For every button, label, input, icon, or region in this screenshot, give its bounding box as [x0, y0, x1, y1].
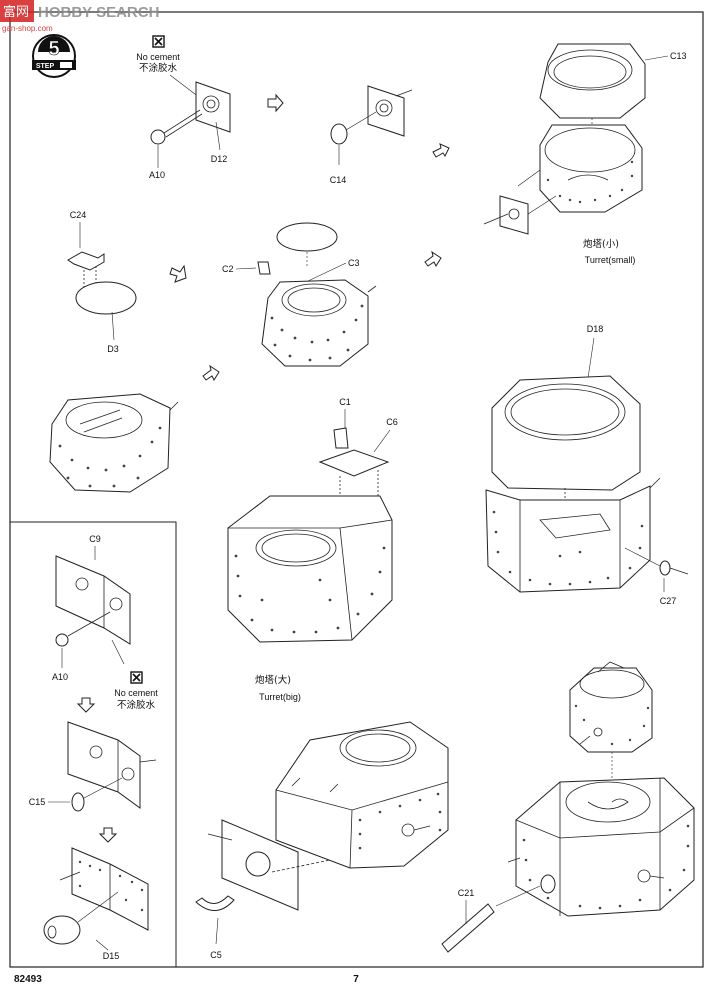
part-a10-label: A10 [149, 170, 165, 180]
watermark-sub: gan-shop.com [2, 24, 53, 33]
watermark: 富网 HOBBY SEARCH gan-shop.com [0, 0, 159, 33]
step-arrow [424, 250, 442, 268]
turret-small-assembly: C13 炮塔(小) Turret(small) [483, 43, 687, 265]
subassembly-c14: C14 [330, 85, 413, 185]
part-c13-label: C13 [670, 51, 687, 61]
watermark-brand: HOBBY SEARCH [38, 4, 159, 21]
turret-big-assembly: C1 C6 炮塔(大) Turret(big) [227, 397, 398, 702]
small-turret-complete [49, 393, 179, 493]
part-c6-label: C6 [386, 417, 398, 427]
part-c21-label: C21 [458, 888, 475, 898]
part-d15-label: D15 [103, 951, 120, 961]
no-cement-inset-label: No cement [114, 688, 158, 698]
step-arrow [432, 143, 450, 158]
part-c27-label: C27 [660, 596, 677, 606]
step-arrow [267, 93, 284, 113]
turret-big-cn-label: 炮塔(大) [255, 674, 291, 686]
turret-small-en-label: Turret(small) [585, 255, 636, 265]
step-number: 5 [48, 38, 59, 60]
subassembly-d12: No cement 不涂胶水 A10 D12 [136, 35, 231, 180]
part-c9-label: C9 [89, 534, 101, 544]
no-cement-inset-cn-label: 不涂胶水 [117, 699, 156, 711]
page-border [9, 11, 704, 968]
part-c1-label: C1 [339, 397, 351, 407]
part-c24-label: C24 [70, 210, 87, 220]
rivet-pattern [358, 792, 442, 850]
part-c3-label: C3 [348, 258, 360, 268]
subassembly-c2-c3: C2 C3 [222, 222, 377, 367]
rivet-pattern [492, 510, 644, 586]
step-arrow [202, 364, 220, 382]
part-c14-label: C14 [330, 175, 347, 185]
watermark-cn: 富网 [3, 4, 29, 20]
rivet-pattern [574, 704, 650, 746]
rivet-pattern [270, 304, 364, 362]
rivet-pattern [546, 160, 634, 204]
rivet-pattern [78, 860, 144, 912]
part-c2-label: C2 [222, 264, 234, 274]
step-arrow [98, 827, 118, 843]
rivet-pattern [522, 824, 690, 910]
part-a10-inset-label: A10 [52, 672, 68, 682]
step-arrow [169, 264, 187, 283]
no-cement-cn-label: 不涂胶水 [139, 62, 178, 74]
step-arrow [76, 697, 96, 713]
subassembly-d3: C24 D3 [67, 210, 137, 354]
subassembly-d18: D18 C27 [485, 324, 689, 606]
turret-small-cn-label: 炮塔(小) [583, 238, 619, 250]
no-cement-label: No cement [136, 52, 180, 62]
inset-d15: D15 [43, 847, 149, 961]
inset-panel-border [9, 521, 177, 968]
step-word: STEP [36, 63, 55, 70]
part-c15-label: C15 [29, 797, 46, 807]
kit-number: 82493 [14, 974, 42, 985]
inset-c9-a10: C9 A10 No cement 不涂胶水 [52, 534, 158, 711]
page-number: 7 [353, 974, 359, 985]
part-d3-label: D3 [107, 344, 119, 354]
part-d18-label: D18 [587, 324, 604, 334]
part-c5-label: C5 [210, 950, 222, 960]
turret-big-en-label: Turret(big) [259, 692, 301, 702]
final-assembly: C21 [441, 661, 695, 953]
rivet-pattern [234, 546, 386, 634]
inset-c15: C15 [29, 721, 157, 812]
subassembly-c5: C5 [195, 721, 449, 960]
step-badge: 5 STEP [32, 34, 76, 78]
part-d12-label: D12 [211, 154, 228, 164]
rivet-pattern [58, 426, 162, 488]
